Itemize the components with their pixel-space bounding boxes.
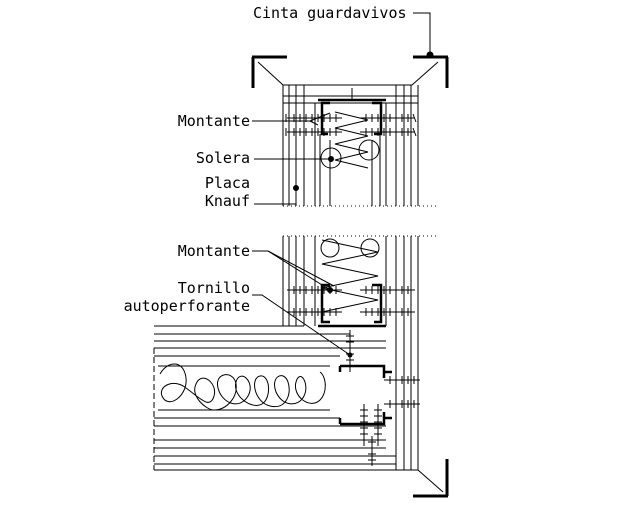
label-cinta-guardavivos: Cinta guardavivos <box>253 4 407 22</box>
upper-wall-boards <box>282 85 436 207</box>
leader-montante-bottom <box>252 250 335 291</box>
corner-bead-top-diag <box>257 61 439 86</box>
label-autoperforante: autoperforante <box>123 297 250 315</box>
horizontal-studs <box>338 364 392 426</box>
lower-screws <box>287 286 415 316</box>
horizontal-wall-boards <box>153 325 418 471</box>
leader-montante-top <box>252 112 331 126</box>
label-placa: Placa <box>204 174 250 192</box>
label-tornillo: Tornillo <box>177 279 250 297</box>
leader-cinta <box>413 12 431 55</box>
corner-bead-bottom-heavy <box>413 459 449 498</box>
upper-insulation <box>320 88 380 169</box>
leader-tornillo <box>252 294 351 356</box>
label-knauf: Knauf <box>204 192 250 210</box>
leader-placa <box>254 188 297 205</box>
lower-insulation <box>320 238 380 313</box>
label-montante-bottom: Montante <box>177 242 250 260</box>
upper-studs <box>318 98 386 136</box>
corner-bead-bottom <box>417 469 444 493</box>
leader-dots <box>293 51 434 358</box>
lower-wall-boards <box>282 235 436 470</box>
horizontal-insulation <box>158 363 330 411</box>
upper-studs-inner <box>314 103 387 206</box>
label-montante-top: Montante <box>177 112 250 130</box>
lower-studs <box>318 283 386 328</box>
label-solera: Solera <box>195 149 250 167</box>
vertical-screws <box>346 330 420 466</box>
